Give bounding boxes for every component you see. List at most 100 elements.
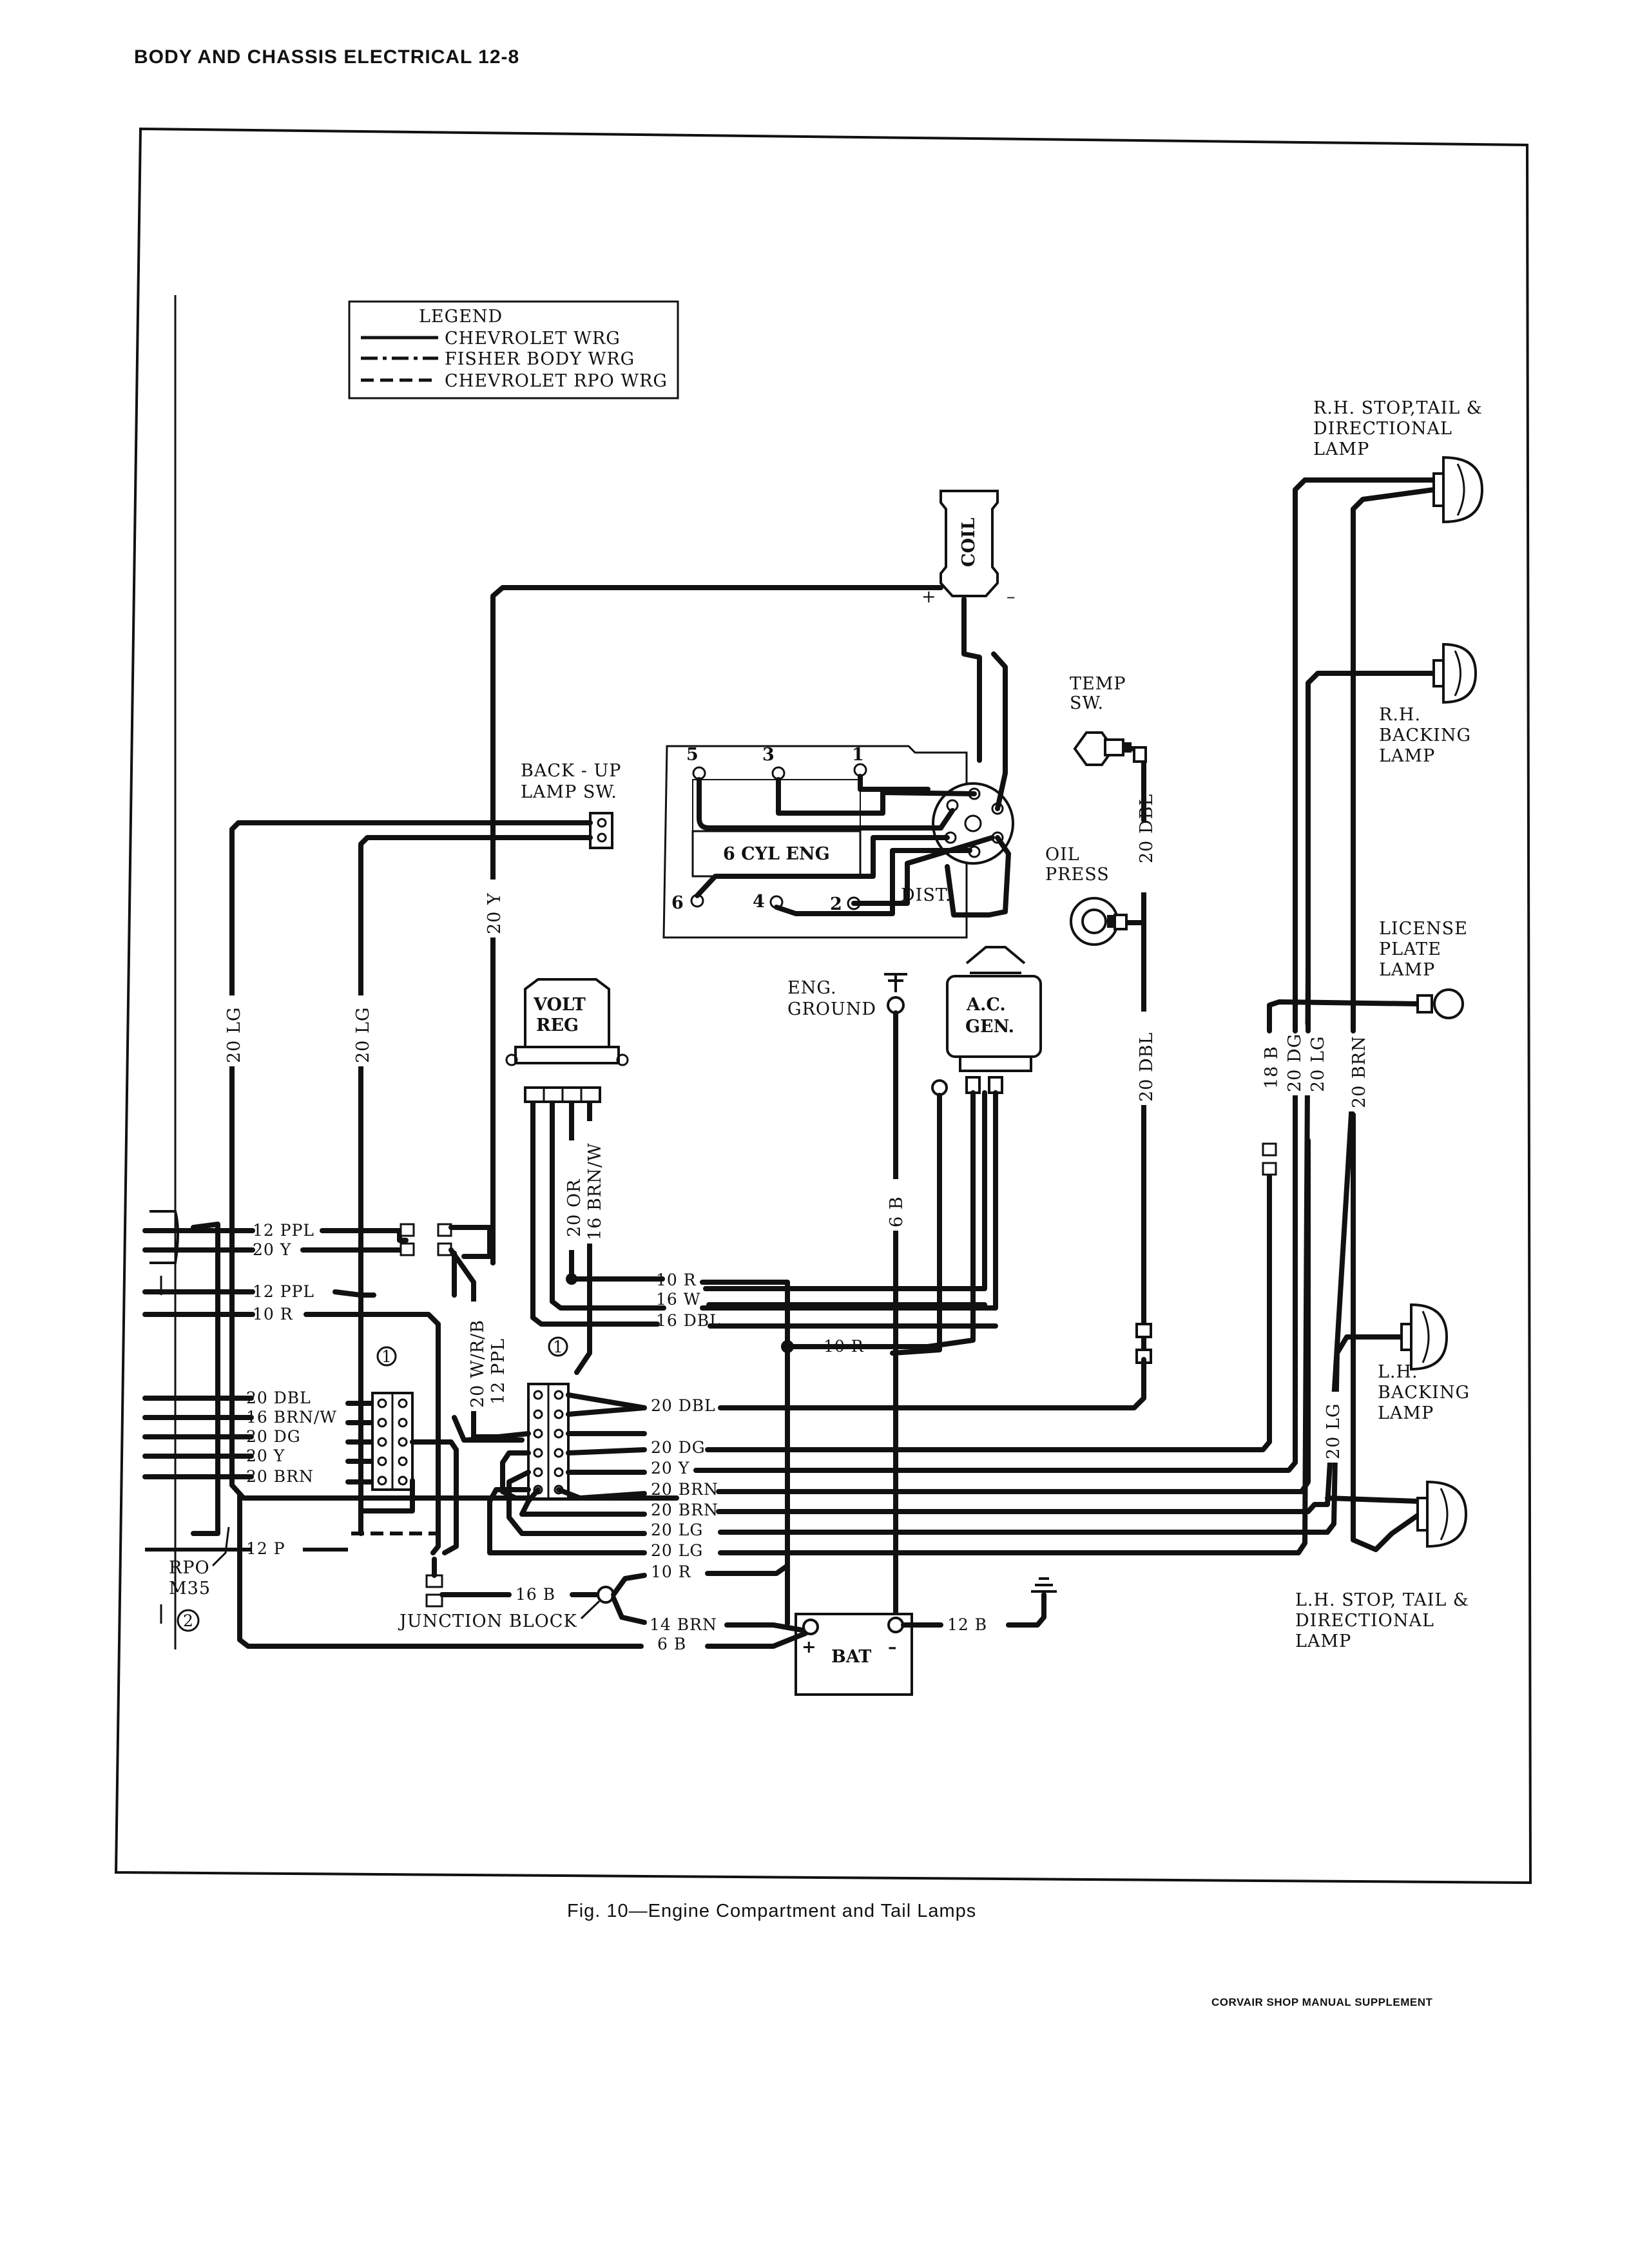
- wire-20lg-b: 20 LG: [353, 1007, 373, 1063]
- wire-left-12ppl-a: 12 PPL: [253, 1221, 314, 1240]
- conn-mark-left: 1: [381, 1347, 392, 1366]
- lh-backing-label-1: L.H.: [1378, 1362, 1418, 1382]
- wire-left-20dg: 20 DG: [246, 1427, 301, 1446]
- rh-stop-label-1: R.H. STOP,TAIL &: [1313, 398, 1483, 418]
- temp-sw-label-2: SW.: [1070, 693, 1104, 713]
- rpo-label-2: M35: [169, 1579, 211, 1599]
- wire-left-20y-b: 20 Y: [246, 1446, 285, 1465]
- wire-mid-10r: 10 R: [656, 1271, 697, 1289]
- lh-stop-label-1: L.H. STOP, TAIL &: [1295, 1590, 1469, 1610]
- engine-label: 6 CYL ENG: [723, 844, 830, 864]
- ac-gen-label-1: A.C.: [966, 995, 1006, 1015]
- wire-20dbl-mid: 20 DBL: [1137, 1032, 1157, 1102]
- wire-20lg-a: 20 LG: [224, 1007, 244, 1063]
- license-label-1: LICENSE: [1379, 919, 1468, 939]
- engine-ground: ENG. GROUND: [787, 973, 907, 1019]
- eng-ground-label-1: ENG.: [787, 978, 837, 998]
- cyl-6: 6: [671, 893, 684, 913]
- oil-press-label-1: OIL: [1045, 845, 1080, 865]
- junction-block-label: JUNCTION BLOCK: [398, 1611, 577, 1631]
- temp-switch: TEMP SW.: [1070, 674, 1132, 766]
- ac-generator: A.C. GEN.: [931, 946, 1042, 1096]
- wire-right-20brn-a: 20 BRN: [651, 1480, 718, 1499]
- legend-item-rpo: CHEVROLET RPO WRG: [445, 371, 668, 391]
- wire-6b: 6 B: [887, 1196, 907, 1227]
- engine-block: 6 CYL ENG 5 3 1 6 4 2 DIST.: [662, 745, 1014, 939]
- wire-right-20dbl: 20 DBL: [651, 1396, 716, 1415]
- license-label-3: LAMP: [1379, 960, 1435, 980]
- rh-stop-label-3: LAMP: [1313, 439, 1369, 459]
- wire-left-16brnw: 16 BRN/W: [246, 1408, 337, 1427]
- eng-ground-label-2: GROUND: [787, 999, 876, 1019]
- coil-label: COIL: [959, 517, 979, 567]
- temp-sw-label-1: TEMP: [1070, 674, 1126, 694]
- wire-20dbl-top: 20 DBL: [1137, 794, 1157, 863]
- lh-backing-label-2: BACKING: [1378, 1383, 1470, 1403]
- wire-left-20y: 20 Y: [253, 1240, 291, 1259]
- lh-backing-lamp: L.H. BACKING LAMP: [1378, 1303, 1470, 1423]
- wire-bottom-14brn: 14 BRN: [650, 1615, 717, 1634]
- cyl-5: 5: [686, 745, 699, 765]
- conn-mark-center: 1: [553, 1338, 564, 1356]
- wire-20lg-v: 20 LG: [1308, 1036, 1328, 1092]
- rh-stop-lamp: R.H. STOP,TAIL & DIRECTIONAL LAMP: [1313, 398, 1484, 524]
- page-footer: CORVAIR SHOP MANUAL SUPPLEMENT: [1211, 1996, 1433, 2008]
- backup-sw-label-2: LAMP SW.: [521, 782, 617, 802]
- wire-bottom-16b: 16 B: [516, 1585, 555, 1604]
- rpo-label-1: RPO: [169, 1558, 210, 1578]
- legend-item-chevrolet: CHEVROLET WRG: [445, 329, 621, 349]
- junction-block-center: 1: [527, 1336, 570, 1500]
- backup-sw-label-1: BACK - UP: [521, 761, 621, 781]
- wire-right-20y: 20 Y: [651, 1459, 689, 1477]
- page-header: BODY AND CHASSIS ELECTRICAL 12-8: [134, 46, 520, 68]
- rh-backing-label-2: BACKING: [1379, 726, 1471, 745]
- wire-bottom-6b: 6 B: [657, 1635, 686, 1653]
- wire-left-10r: 10 R: [253, 1305, 293, 1323]
- rh-backing-lamp: R.H. BACKING LAMP: [1379, 642, 1478, 766]
- wire-16brnw-v: 16 BRN/W: [585, 1142, 605, 1240]
- voltage-regulator: VOLT REG: [505, 978, 629, 1103]
- legend-title: LEGEND: [419, 307, 503, 327]
- figure-frame: [114, 127, 1532, 1885]
- wire-left-20dbl: 20 DBL: [246, 1389, 311, 1407]
- wire-20dg-v: 20 DG: [1285, 1033, 1305, 1092]
- wire-right-20brn-b: 20 BRN: [651, 1501, 718, 1519]
- junction-block-left: 1: [371, 1346, 414, 1491]
- bat-minus: –: [888, 1637, 897, 1657]
- wire-20wrb: 20 W/R/B: [468, 1320, 488, 1408]
- wire-mid-16w: 16 W: [656, 1290, 700, 1309]
- volt-reg-label-2: REG: [536, 1015, 579, 1035]
- cyl-3: 3: [762, 745, 775, 765]
- wire-20lg-lh: 20 LG: [1324, 1403, 1344, 1459]
- bat-plus: +: [802, 1637, 816, 1657]
- coil-minus: –: [1007, 587, 1016, 607]
- wire-right-20lg-b: 20 LG: [651, 1541, 703, 1560]
- battery: BAT + –: [795, 1613, 913, 1696]
- wire-right-20dg: 20 DG: [651, 1438, 706, 1457]
- bat-label: BAT: [831, 1647, 871, 1667]
- backup-lamp-switch: BACK - UP LAMP SW.: [521, 761, 621, 849]
- coil: COIL + –: [921, 490, 1016, 607]
- figure-caption: Fig. 10—Engine Compartment and Tail Lamp…: [567, 1901, 977, 1921]
- cyl-1: 1: [852, 745, 864, 765]
- legend-box: LEGEND CHEVROLET WRG FISHER BODY WRG CHE…: [348, 300, 679, 399]
- rh-stop-label-2: DIRECTIONAL: [1313, 419, 1452, 439]
- wire-18b: 18 B: [1262, 1046, 1282, 1089]
- rh-backing-label-1: R.H.: [1379, 705, 1421, 725]
- coil-plus: +: [921, 587, 937, 607]
- rh-backing-label-3: LAMP: [1379, 746, 1435, 766]
- lh-stop-label-3: LAMP: [1295, 1631, 1351, 1651]
- lh-stop-lamp: L.H. STOP, TAIL & DIRECTIONAL LAMP: [1295, 1480, 1469, 1651]
- wire-right-20lg-a: 20 LG: [651, 1521, 703, 1539]
- rpo-num: 2: [183, 1611, 194, 1630]
- wire-left-12ppl-b: 12 PPL: [253, 1282, 314, 1301]
- wire-mid-10r-b: 10 R: [824, 1337, 864, 1356]
- oil-pressure-switch: OIL PRESS: [1045, 845, 1120, 946]
- volt-reg-label-1: VOLT: [533, 995, 586, 1015]
- ac-gen-label-2: GEN.: [965, 1017, 1014, 1037]
- cyl-2: 2: [830, 894, 842, 914]
- lh-backing-label-3: LAMP: [1378, 1403, 1434, 1423]
- wire-20or: 20 OR: [564, 1179, 584, 1237]
- wire-20y: 20 Y: [485, 892, 505, 934]
